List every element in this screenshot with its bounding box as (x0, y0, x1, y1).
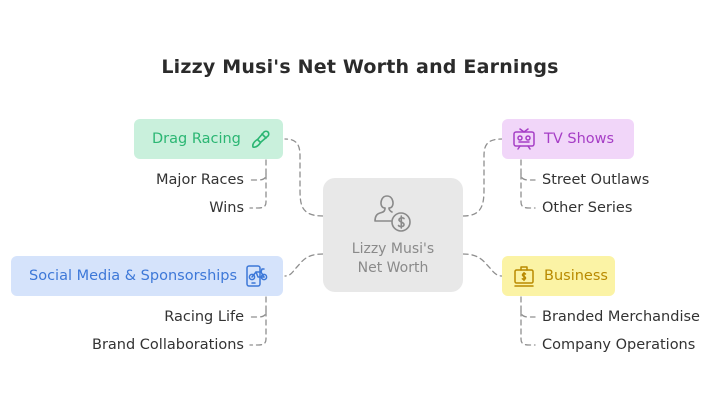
leaf-major-races: Major Races (156, 172, 244, 188)
connector-tv-shows (462, 138, 503, 217)
person-dollar-icon (371, 192, 415, 234)
leaf-branded-merchandise: Branded Merchandise (542, 309, 700, 325)
connector-social-media (284, 253, 324, 277)
category-social-media: Social Media & Sponsorships (11, 256, 283, 296)
category-tv-shows: TV Shows (502, 119, 634, 159)
leaf-wins: Wins (209, 200, 244, 216)
phone-bike-icon (245, 264, 271, 288)
tv-icon (512, 127, 536, 151)
category-drag-racing-label: Drag Racing (152, 131, 241, 147)
connector-branded-merch (520, 296, 536, 318)
center-node: Lizzy Musi's Net Worth (323, 178, 463, 292)
store-icon (512, 264, 536, 288)
category-social-media-label: Social Media & Sponsorships (29, 268, 238, 284)
category-tv-shows-label: TV Shows (544, 131, 615, 147)
connector-racing-life (249, 296, 267, 318)
connector-brand-collab (249, 310, 267, 346)
leaf-company-operations: Company Operations (542, 337, 696, 353)
leaf-racing-life: Racing Life (164, 309, 244, 325)
connector-business (462, 253, 503, 277)
connector-other-series (520, 173, 536, 209)
connector-company-ops (520, 310, 536, 346)
connector-street-outlaws (520, 159, 536, 181)
category-business: Business (502, 256, 615, 296)
connector-major-races (249, 159, 267, 181)
connector-drag-racing (284, 138, 324, 217)
drag-racing-icon (249, 128, 271, 150)
category-business-label: Business (544, 268, 608, 284)
leaf-street-outlaws: Street Outlaws (542, 172, 650, 188)
leaf-brand-collaborations: Brand Collaborations (92, 337, 244, 353)
connector-wins (249, 173, 267, 209)
leaf-other-series: Other Series (542, 200, 633, 216)
category-drag-racing: Drag Racing (134, 119, 283, 159)
center-label: Lizzy Musi's Net Worth (351, 241, 435, 276)
page-title: Lizzy Musi's Net Worth and Earnings (161, 56, 559, 78)
